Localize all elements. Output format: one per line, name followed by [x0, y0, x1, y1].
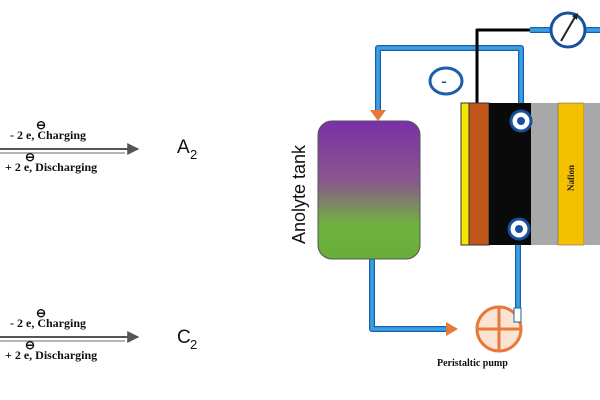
reaction-1-product-subscript: 2 — [190, 147, 197, 162]
gasket-right — [584, 103, 600, 245]
reaction-2-electron-icon: ⊖ — [36, 306, 46, 320]
reaction-2: - 2 e, Charging ⊖ + 2 e, Discharging ⊖ C… — [0, 306, 197, 362]
flow-arrow-icon — [370, 110, 386, 121]
reaction-2-electron-icon-2: ⊖ — [25, 338, 35, 352]
gasket-left — [531, 103, 558, 245]
tank-body — [317, 120, 421, 260]
reaction-2-product-subscript: 2 — [190, 337, 197, 352]
reaction-1: - 2 e, Charging ⊖ + 2 e, Discharging ⊖ A… — [0, 118, 197, 174]
tube-feed — [370, 258, 448, 331]
reaction-2-charging-label: - 2 e, Charging — [10, 316, 86, 330]
current-collector — [460, 102, 470, 246]
reaction-1-charging-label: - 2 e, Charging — [10, 128, 86, 142]
outlet-port-icon — [509, 109, 533, 133]
anolyte-tank: Anolyte tank — [289, 120, 421, 260]
reaction-1-electron-icon-2: ⊖ — [25, 150, 35, 164]
tank-label: Anolyte tank — [289, 144, 309, 244]
cell-stack: Nafion — [460, 102, 600, 246]
inlet-port-icon — [507, 217, 531, 241]
pump-icon — [446, 305, 523, 353]
meter-icon — [549, 11, 587, 49]
tube-feed-outline — [369, 258, 448, 332]
electrical-wire — [475, 28, 530, 103]
copper-electrode — [468, 102, 490, 246]
tube-return — [376, 46, 523, 115]
reaction-1-product: A — [177, 137, 190, 158]
nafion-membrane — [557, 102, 585, 246]
reaction-1-discharging-label: + 2 e, Discharging — [5, 160, 97, 174]
pump-flow-arrow-icon — [446, 322, 458, 336]
nafion-label: Nafion — [566, 165, 576, 191]
pump-label: Peristaltic pump — [437, 358, 508, 369]
negative-sign-label: - — [441, 71, 447, 91]
negative-sign-badge: - — [428, 66, 464, 96]
reaction-1-electron-icon: ⊖ — [36, 118, 46, 132]
reaction-2-product: C — [177, 327, 191, 348]
reaction-2-discharging-label: + 2 e, Discharging — [5, 348, 97, 362]
